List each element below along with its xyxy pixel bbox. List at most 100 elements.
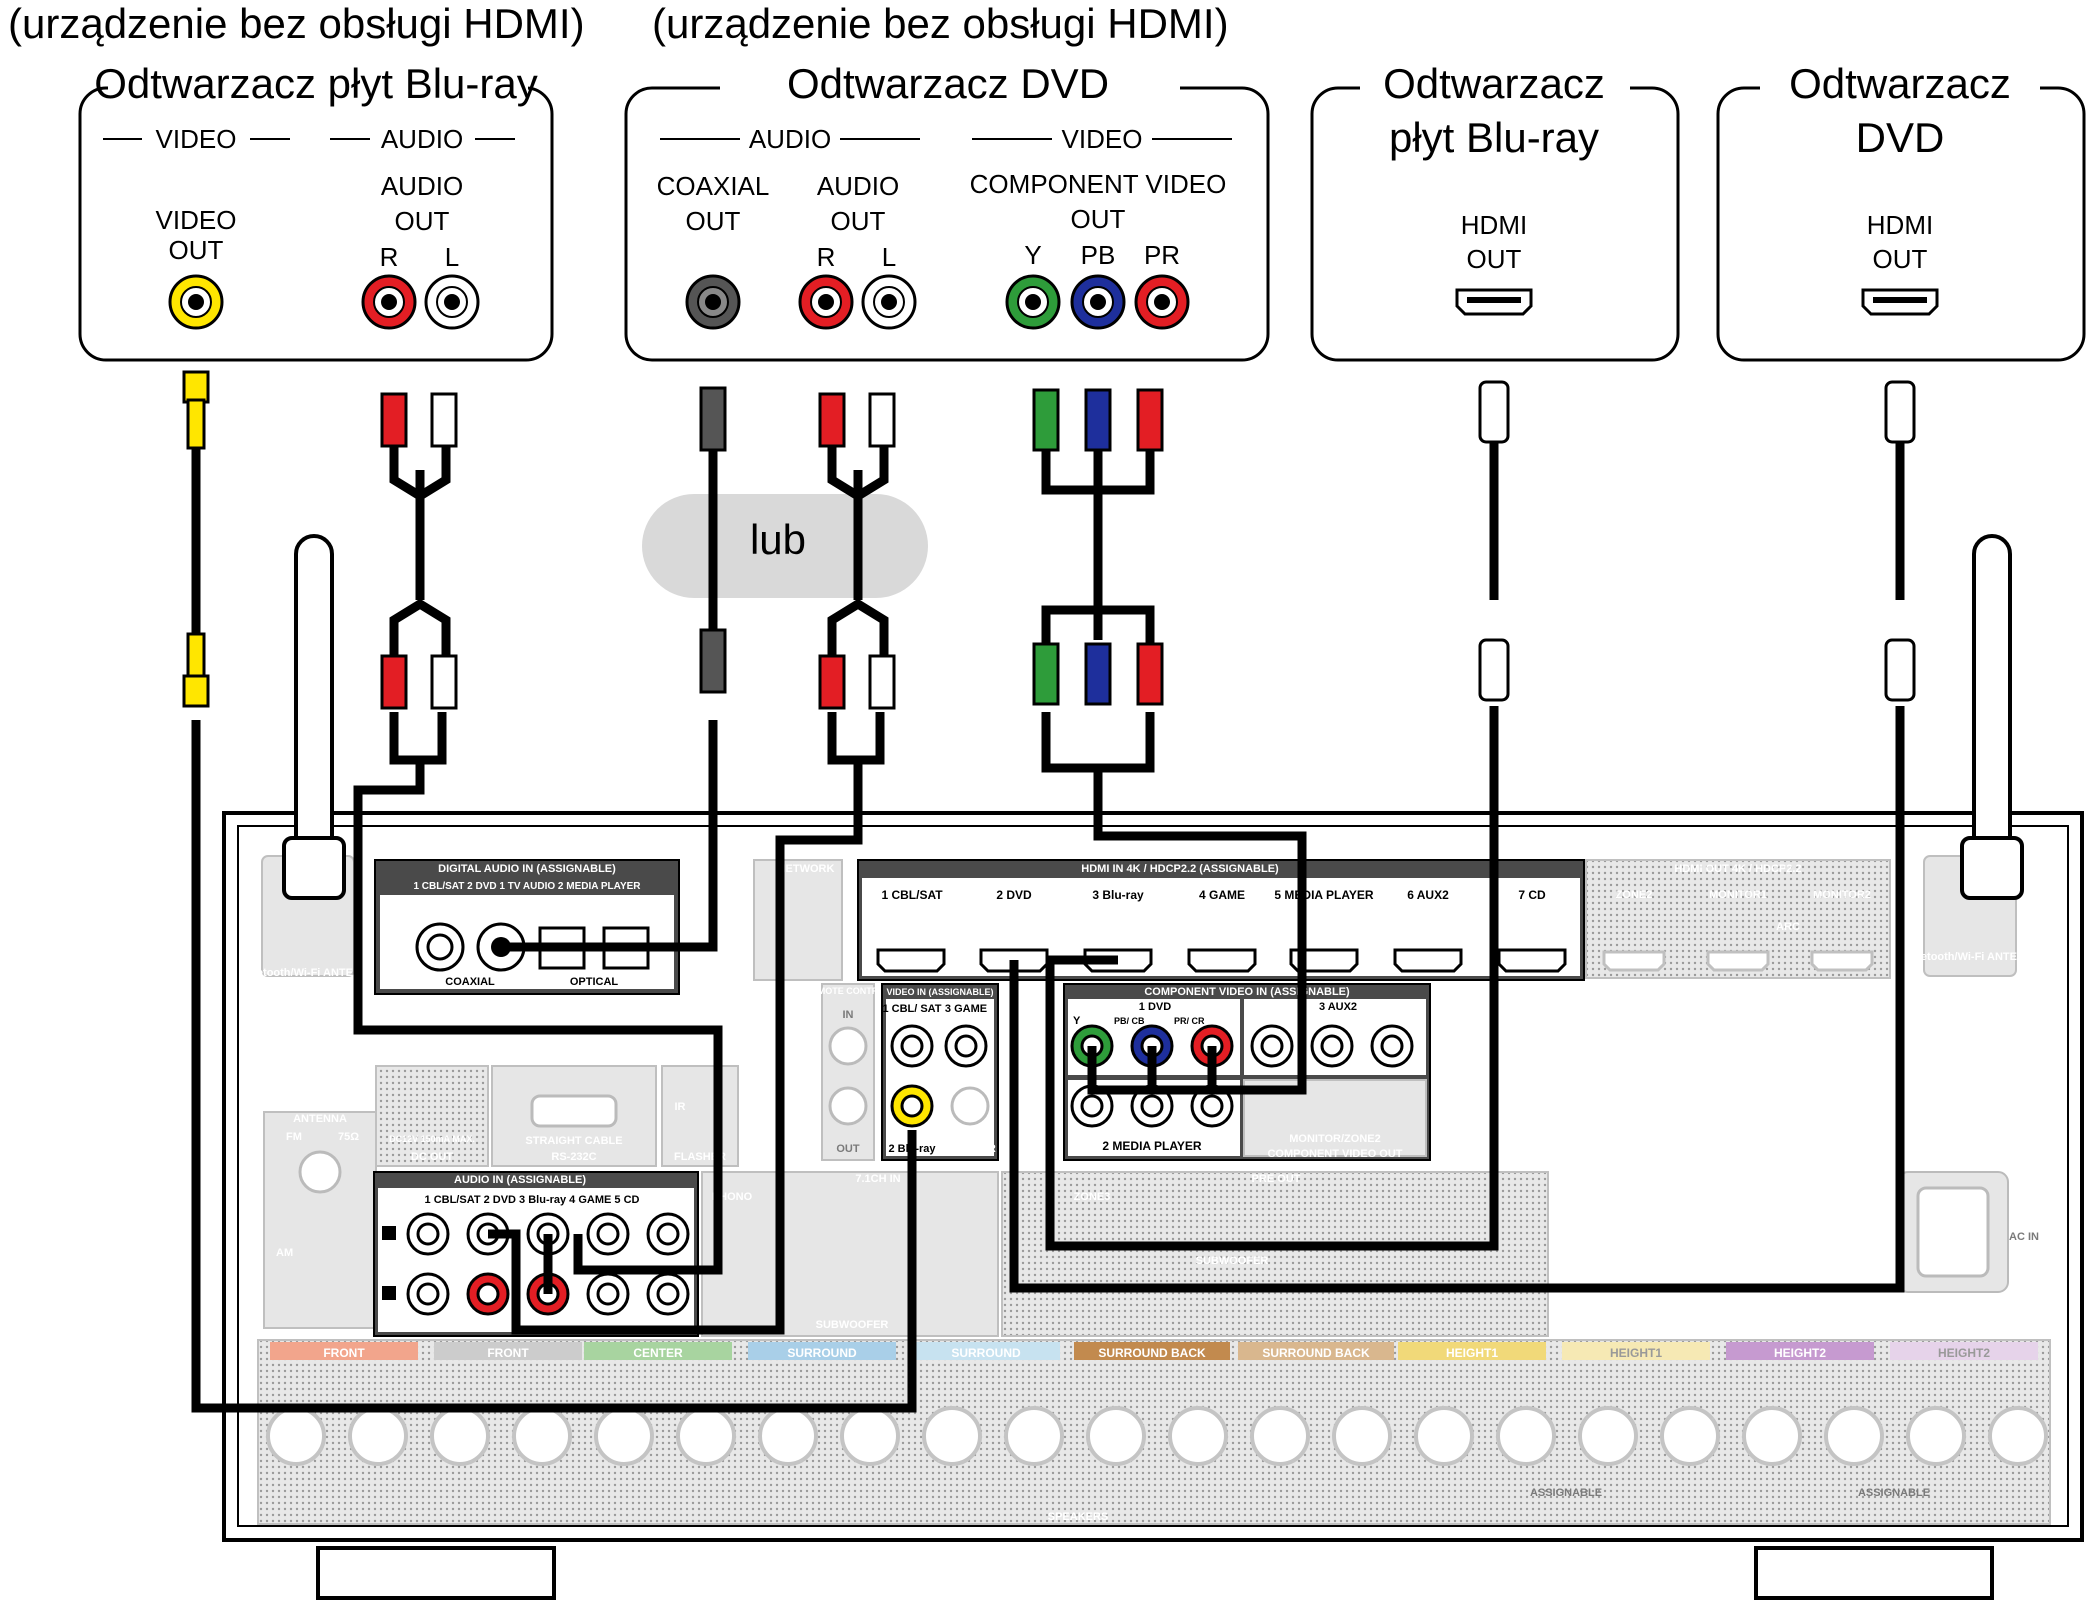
- dvd-pr-label: PR: [1144, 240, 1180, 270]
- hdmi-port-icon: [1861, 288, 1939, 316]
- audio-inputs-label: 1 CBL/SAT 2 DVD 3 Blu-ray 4 GAME 5 CD: [425, 1194, 640, 1206]
- hdmi-out-label: HDMI OUT 4K / HDCP2.2: [1674, 863, 1801, 875]
- monitor-zone2-label: MONITOR/ZONE2: [1289, 1133, 1380, 1145]
- rs232c-label: RS-232C: [551, 1151, 596, 1163]
- bluray-analog-title: Odtwarzacz płyt Blu-ray: [94, 60, 537, 107]
- or-label: lub: [750, 516, 806, 563]
- ir-label: IR: [675, 1101, 686, 1113]
- dvd-hdmi-title-2: DVD: [1856, 114, 1945, 161]
- bt-wifi-antenna-right-icon: [1960, 534, 2024, 900]
- bt-wifi-antenna-left-icon: [282, 534, 346, 900]
- remote-control-label: REMOTE CONTROL: [805, 986, 891, 996]
- component-2-media-label: 2 MEDIA PLAYER: [1102, 1139, 1201, 1153]
- note-no-hdmi-2: (urządzenie bez obsługi HDMI): [652, 0, 1229, 47]
- flasher-port: [661, 1065, 739, 1167]
- hdmi-in-7-label: 7 CD: [1518, 888, 1546, 902]
- speakers-label: SPEAKERS: [1048, 1511, 1109, 1523]
- pre-out-label: PRE OUT: [1252, 1173, 1301, 1185]
- digital-inputs-label: 1 CBL/SAT 2 DVD 1 TV AUDIO 2 MEDIA PLAYE…: [413, 881, 641, 892]
- bluray-hdmi-title-2: płyt Blu-ray: [1389, 114, 1599, 161]
- network-label: NETWORK: [778, 863, 835, 875]
- video-in-1-label: 1 CBL/ SAT: [882, 1003, 941, 1015]
- speaker-center-label: CENTER: [633, 1346, 683, 1360]
- video-in-3-label: 3 GAME: [945, 1003, 987, 1015]
- arc-label: ARC: [1776, 921, 1800, 933]
- bluray-video-out-label-2: OUT: [169, 235, 224, 265]
- dvd-comp-label-2: OUT: [1071, 204, 1126, 234]
- monitor1-label: MONITOR1: [1709, 889, 1767, 901]
- bluray-hdmi-out-label-2: OUT: [1467, 244, 1522, 274]
- speaker-surround-back-r-label: SURROUND BACK: [1098, 1346, 1206, 1360]
- speaker-surround-l-label: SURROUND: [951, 1346, 1021, 1360]
- device-bluray-analog: Odtwarzacz płyt Blu-ray VIDEO AUDIO VIDE…: [78, 60, 554, 362]
- rca-jack-green-icon: [1005, 274, 1061, 330]
- bluray-r-label: R: [380, 242, 399, 272]
- speaker-height2-r-label: HEIGHT2: [1774, 1346, 1826, 1360]
- am-label: AM: [276, 1247, 293, 1259]
- component-3-aux2-label: 3 AUX2: [1319, 1001, 1357, 1013]
- speaker-surround-r-label: SURROUND: [787, 1346, 857, 1360]
- hdmi-in-6-label: 6 AUX2: [1407, 888, 1449, 902]
- dvd-audio-group: AUDIO: [749, 124, 831, 154]
- subwoofer-label-2: SUBWOOFER: [1196, 1255, 1269, 1267]
- rca-jack-red-icon: [361, 274, 417, 330]
- coaxial-jack-1-icon: [415, 922, 465, 972]
- device-bluray-hdmi: Odtwarzacz płyt Blu-ray HDMI OUT: [1310, 60, 1680, 362]
- dc-spec-label: DC12V 150mA MAX.: [389, 1134, 475, 1144]
- dvd-coax-label-2: OUT: [686, 206, 741, 236]
- ch-in-jacks: [701, 1171, 999, 1337]
- dvd-hdmi-out-label: HDMI: [1867, 210, 1933, 240]
- antenna-label: ANTENNA: [293, 1113, 347, 1125]
- audio-in-label: AUDIO IN (ASSIGNABLE): [454, 1174, 586, 1186]
- bluray-video-group: VIDEO: [156, 124, 237, 154]
- subwoofer-label-1: SUBWOOFER: [816, 1319, 889, 1331]
- bluray-audio-out-label: AUDIO: [381, 171, 463, 201]
- device-dvd-analog: Odtwarzacz DVD AUDIO VIDEO COAXIAL OUT A…: [624, 60, 1270, 362]
- hdmi-in-label: HDMI IN 4K / HDCP2.2 (ASSIGNABLE): [1081, 863, 1279, 875]
- bt-antenna-label-right: Bluetooth/Wi-Fi ANTENNA: [1903, 951, 2041, 963]
- component-video-out-label: COMPONENT VIDEO OUT: [1267, 1148, 1402, 1160]
- rca-jack-blue-icon: [1070, 274, 1126, 330]
- bluray-audio-group: AUDIO: [381, 124, 463, 154]
- dvd-audio-out-label-2: OUT: [831, 206, 886, 236]
- component-y-label: Y: [1073, 1015, 1081, 1027]
- rc-out-label: OUT: [836, 1143, 860, 1155]
- digital-audio-in-label: DIGITAL AUDIO IN (ASSIGNABLE): [438, 863, 616, 875]
- dvd-coax-label: COAXIAL: [657, 171, 770, 201]
- flasher-label: FLASHER: [674, 1151, 726, 1163]
- speaker-height1-r-label: HEIGHT1: [1446, 1346, 1498, 1360]
- or-bubble: lub: [642, 494, 928, 598]
- component-pb-label: PB/ CB: [1114, 1016, 1145, 1026]
- dvd-y-label: Y: [1024, 240, 1041, 270]
- fm-label: FM: [286, 1131, 302, 1143]
- rca-jack-white-icon: [424, 274, 480, 330]
- ch-in-label: 7.1CH IN: [855, 1173, 900, 1185]
- hdmi-in-1-label: 1 CBL/SAT: [881, 888, 943, 902]
- cables: [191, 440, 1905, 1413]
- hdmi-port-icon: [1455, 288, 1533, 316]
- rc-in-label: IN: [843, 1009, 854, 1021]
- dvd-video-group: VIDEO: [1062, 124, 1143, 154]
- bluray-audio-out-label-2: OUT: [395, 206, 450, 236]
- bluray-video-out-label: VIDEO: [156, 205, 237, 235]
- zone2-label: ZONE2: [1616, 889, 1653, 901]
- audio-in-jacks: [406, 1212, 690, 1316]
- assignable-label-1: ASSIGNABLE: [1530, 1487, 1602, 1499]
- coax-jack-black-icon: [685, 274, 741, 330]
- speaker-label-row: FRONT FRONT CENTER SURROUND SURROUND SUR…: [270, 1342, 2038, 1360]
- rca-jack-red-icon: [798, 274, 854, 330]
- component-pr-label: PR/ CR: [1174, 1016, 1205, 1026]
- component-1-dvd-label: 1 DVD: [1139, 1001, 1171, 1013]
- coaxial-label: COAXIAL: [445, 976, 495, 988]
- dc-out-label: DC OUT: [411, 1151, 453, 1163]
- bluray-hdmi-out-label: HDMI: [1461, 210, 1527, 240]
- bluray-hdmi-title: Odtwarzacz: [1383, 60, 1605, 107]
- component-plugs-icon: [1032, 388, 1164, 706]
- fm-ohm-label: 75Ω: [338, 1131, 359, 1143]
- hdmi-in-4-label: 4 GAME: [1199, 888, 1245, 902]
- speaker-binding-posts: [266, 1406, 2048, 1466]
- network-port: [753, 859, 843, 981]
- dc-out-jacks: [375, 1065, 489, 1167]
